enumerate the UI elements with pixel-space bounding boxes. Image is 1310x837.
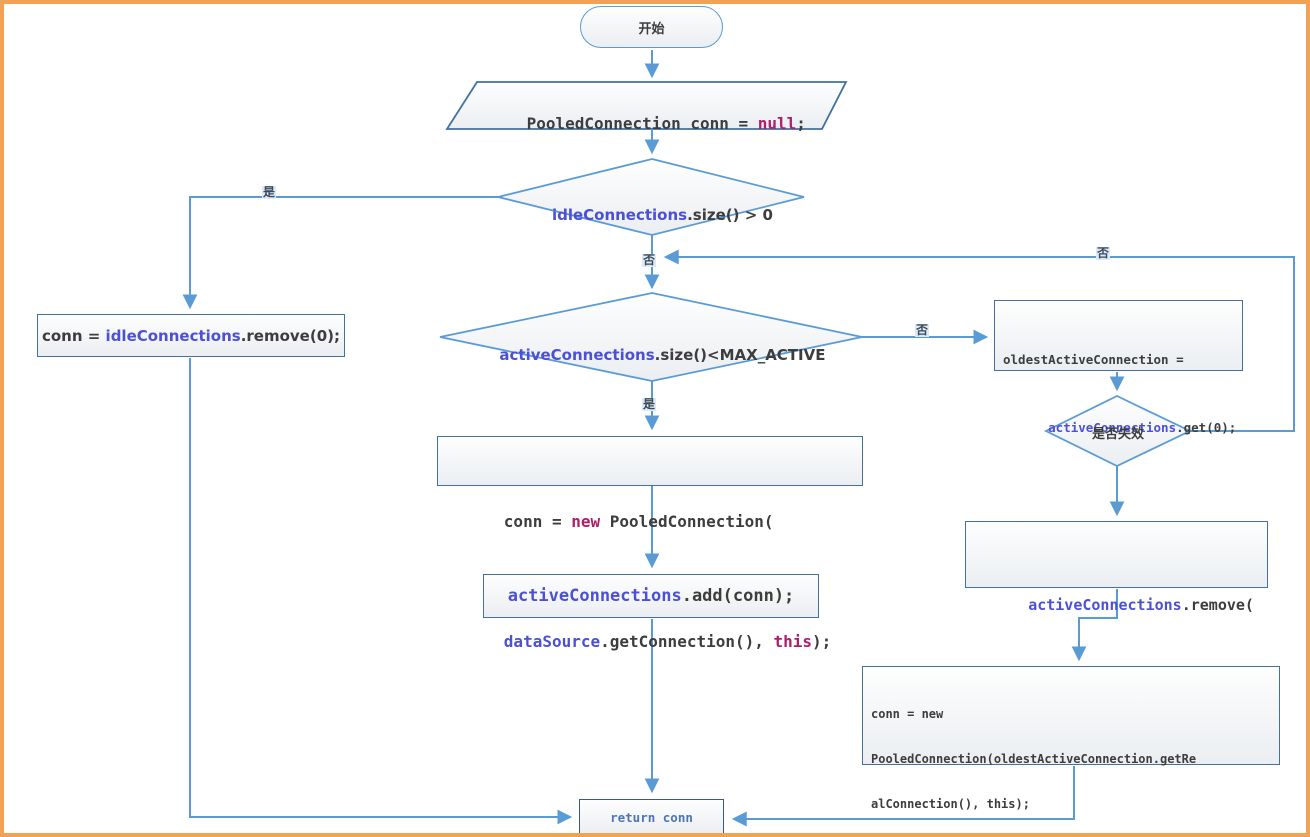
decision-idle-label: idleConnections.size() > 0 [551, 206, 773, 224]
edge-label-no-active: 否 [915, 323, 930, 337]
decision-active-label: activeConnections.size()<MAX_ACTIVE [499, 346, 826, 364]
new-keyword: new [571, 512, 601, 531]
init-statement: PooledConnection conn = null; [526, 114, 806, 133]
return-node: return conn [579, 799, 724, 833]
remove-oldest-node: activeConnections.remove( oldestActiveCo… [965, 521, 1268, 694]
edge-label-no-idle: 否 [642, 253, 657, 267]
connector-layer [182, 50, 1295, 827]
init-parallelogram [445, 81, 848, 130]
edge-idleremove-to-return [189, 358, 573, 825]
decision-invalid-label: 是否失效 [1091, 427, 1144, 442]
return-label: return conn [610, 810, 693, 825]
edge-realconn-to-return [731, 766, 1075, 827]
edge-remove-to-realconn [1071, 589, 1118, 662]
idle-connections-ident: idleConnections [105, 326, 241, 345]
get-oldest-line1: oldestActiveConnection = [1003, 352, 1184, 367]
active-connections-ident: activeConnections [507, 586, 682, 606]
edge-invalid-no-loop [663, 249, 1295, 432]
real-connection-node: conn = new PooledConnection(oldestActive… [862, 666, 1280, 811]
null-keyword: null [757, 114, 797, 133]
idle-connections-ident: idleConnections [551, 206, 688, 224]
idle-remove-node: conn = idleConnections.remove(0); [37, 314, 345, 357]
init-code: PooledConnection conn = [526, 114, 758, 133]
start-label: 开始 [638, 21, 665, 37]
start-node: 开始 [580, 6, 723, 48]
this-keyword: this [773, 632, 813, 651]
add-connection-node: activeConnections.add(conn); [483, 574, 819, 618]
get-oldest-node: oldestActiveConnection = activeConnectio… [994, 300, 1243, 435]
active-connections-ident: activeConnections [1048, 420, 1177, 435]
edge-label-no-invalid-loop: 否 [1096, 246, 1111, 260]
edge-label-yes-active: 是 [642, 397, 657, 411]
new-connection-node: conn = new PooledConnection( dataSource.… [437, 436, 863, 651]
data-source-ident: dataSource [503, 632, 601, 651]
edge-idle-yes [182, 196, 498, 310]
active-connections-ident: activeConnections [499, 346, 655, 364]
active-connections-ident: activeConnections [1028, 596, 1182, 614]
edge-label-yes-idle: 是 [262, 185, 277, 199]
